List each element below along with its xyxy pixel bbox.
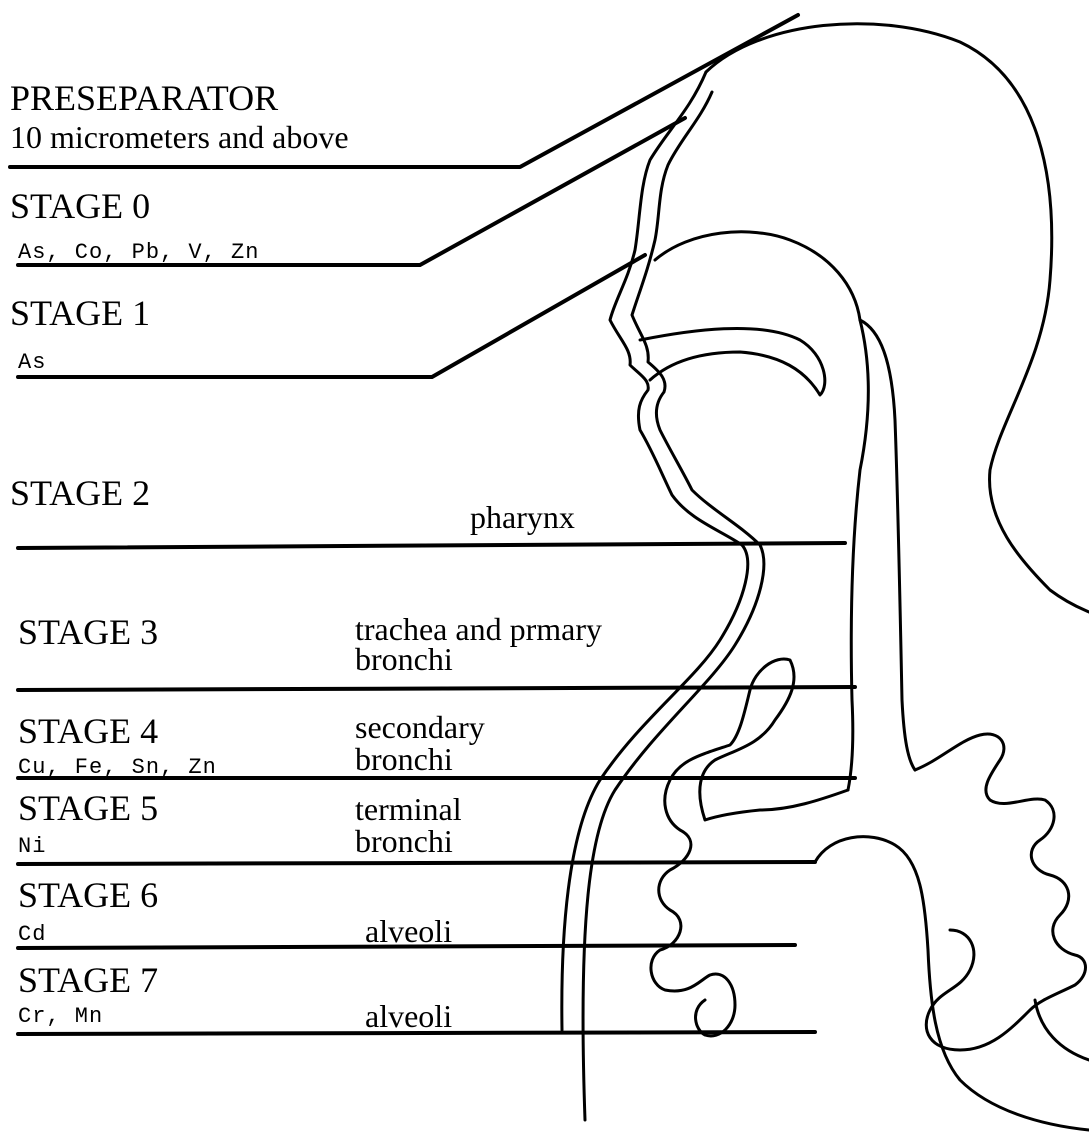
left-lung-outline: [651, 659, 848, 1036]
preseparator-size: 10 micrometers and above: [10, 119, 349, 155]
stage-4-region-line1: secondary: [355, 709, 485, 745]
trachea-left-wall: [848, 320, 868, 790]
stage-3-title: STAGE 3: [18, 612, 158, 652]
stage-7-region: alveoli: [365, 998, 452, 1034]
torso-outline: [815, 837, 1089, 1130]
stage-6-title: STAGE 6: [18, 875, 158, 915]
stage-2-title: STAGE 2: [10, 473, 150, 513]
stage-3-region-line2: bronchi: [355, 641, 453, 677]
stage-7-title: STAGE 7: [18, 960, 158, 1000]
stage-0-elements: As, Co, Pb, V, Zn: [18, 240, 259, 265]
stage-6-elements: Cd: [18, 922, 46, 947]
stage-7-elements: Cr, Mn: [18, 1004, 103, 1029]
tongue-outline: [640, 328, 825, 395]
stage-5-elements: Ni: [18, 834, 46, 859]
stage-7-leader-line: [18, 1032, 815, 1034]
stage-0-title: STAGE 0: [10, 186, 150, 226]
stage-4-region-line2: bronchi: [355, 741, 453, 777]
stage-3-leader-line: [18, 687, 855, 690]
stage-6-leader-line: [18, 945, 795, 948]
stage-2-region: pharynx: [470, 499, 575, 535]
anatomy-outline: [562, 24, 1089, 1130]
stage-2-leader-line: [18, 543, 845, 548]
stage-1-title: STAGE 1: [10, 293, 150, 333]
preseparator-title: PRESEPARATOR: [10, 78, 278, 118]
stage-5-leader-line: [18, 862, 815, 864]
stage-5-title: STAGE 5: [18, 788, 158, 828]
stage-1-elements: As: [18, 350, 46, 375]
labels: PRESEPARATOR 10 micrometers and above ST…: [10, 78, 602, 1034]
stage-5-region-line1: terminal: [355, 791, 462, 827]
right-lung-outline: [915, 734, 1086, 1050]
lower-body-outline: [1035, 1000, 1089, 1060]
stage-6-region: alveoli: [365, 913, 452, 949]
nasal-cavity-outline: [655, 232, 860, 320]
stage-5-region-line2: bronchi: [355, 823, 453, 859]
stage-4-title: STAGE 4: [18, 711, 158, 751]
